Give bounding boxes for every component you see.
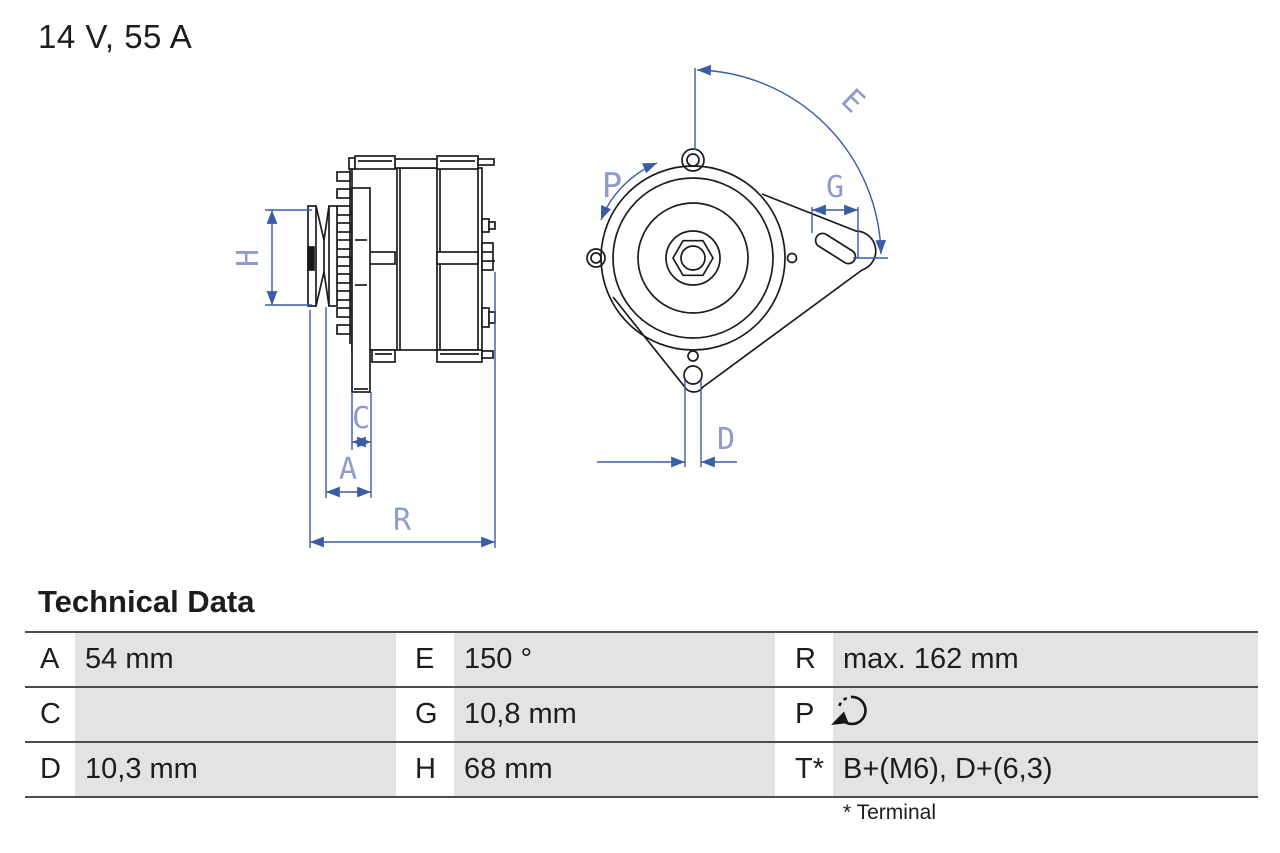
rotation-direction-arrow [600, 162, 658, 221]
dimension-label-g: G [826, 170, 844, 205]
dim-letter-H: H [415, 753, 436, 785]
dim-letter-A: A [40, 643, 60, 675]
table-rule [25, 686, 1258, 688]
dim-value-G: 10,8 mm [464, 698, 577, 730]
pulley [307, 205, 338, 307]
dimension-label-p: P [602, 166, 622, 206]
dim-value-E: 150 ° [464, 643, 533, 675]
page-title: 14 V, 55 A [38, 18, 193, 55]
dimension-label-h: H [231, 249, 266, 267]
value-cell-bg [75, 633, 396, 686]
mounting-foot [351, 187, 371, 393]
dim-value-T: B+(M6), D+(6,3) [843, 753, 1053, 785]
bottom-mount-hole [683, 365, 703, 385]
dim-letter-C: C [40, 698, 61, 730]
value-cell-bg [833, 743, 1258, 796]
value-cell-bg [75, 743, 396, 796]
section-heading: Technical Data [38, 584, 255, 619]
fan-fins [336, 170, 351, 344]
value-cell-bg [75, 688, 396, 741]
dimension-label-e: E [834, 82, 871, 120]
front-view-dimensions [597, 64, 888, 468]
value-cell-bg [833, 688, 1258, 741]
value-cell-bg [833, 633, 1258, 686]
terminal-bolts [481, 218, 496, 328]
dim-value-D: 10,3 mm [85, 753, 198, 785]
adjustment-slot [814, 232, 857, 265]
technical-data-table: A 54 mm E 150 ° R max. 162 mm C G 10,8 m… [25, 631, 1258, 798]
dim-letter-D: D [40, 753, 61, 785]
dim-value-A: 54 mm [85, 643, 174, 675]
dim-value-R: max. 162 mm [843, 643, 1019, 675]
dim-letter-T: T* [795, 753, 824, 785]
dimension-E-arc [696, 64, 887, 255]
bracket-outline [612, 193, 877, 393]
table-rule [25, 631, 1258, 633]
dimension-label-d: D [717, 422, 735, 457]
dim-value-H: 68 mm [464, 753, 553, 785]
terminal-footnote: * Terminal [843, 801, 936, 824]
table-rule [25, 741, 1258, 743]
rotation-direction-icon [831, 695, 867, 726]
technical-drawing: H C A R [231, 64, 888, 548]
dim-letter-E: E [415, 643, 435, 675]
dim-letter-P: P [795, 698, 815, 730]
shaft-end [307, 246, 315, 271]
value-cell-bg [454, 743, 775, 796]
left-lug [586, 248, 606, 268]
dimension-label-a: A [339, 452, 357, 487]
top-lug [681, 148, 705, 172]
value-cell-bg [454, 633, 775, 686]
dim-letter-G: G [415, 698, 438, 730]
value-cell-bg [454, 688, 775, 741]
arm-pin-hole [786, 252, 798, 264]
alternator-side-view [307, 155, 496, 393]
side-view-dimensions [265, 209, 496, 548]
table-rule [25, 796, 1258, 798]
dimension-label-r: R [393, 503, 412, 538]
dim-letter-R: R [795, 643, 816, 675]
bottom-small-hole [687, 350, 699, 362]
dimension-label-c: C [352, 401, 370, 436]
